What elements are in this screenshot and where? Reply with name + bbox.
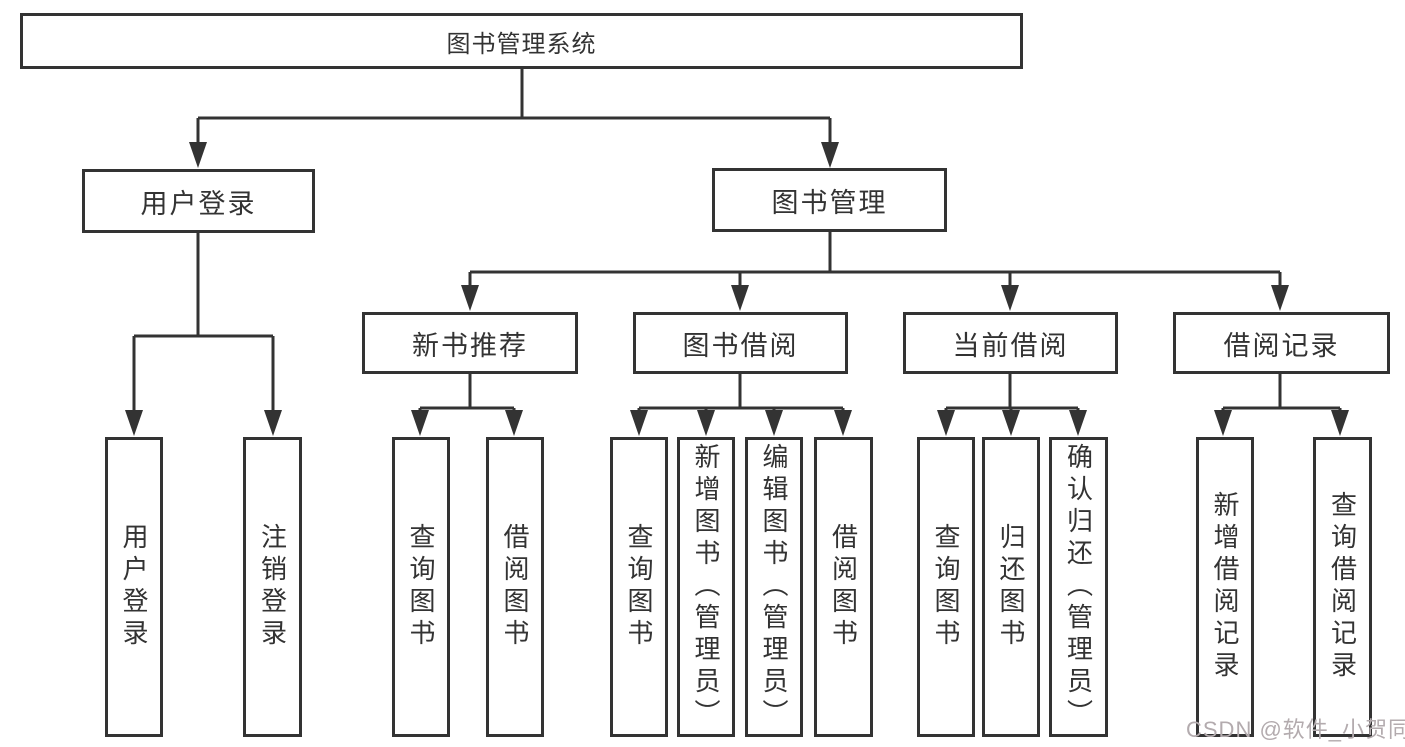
connector-current-borrow-children (944, 374, 1080, 414)
arrow-down-icon (125, 410, 143, 436)
node-leaf-edit-books-admin: 编辑图书（管理员） (745, 437, 803, 737)
leaf-label: 归还图书 (996, 523, 1026, 651)
node-leaf-confirm-return-admin: 确认归还（管理员） (1049, 437, 1108, 737)
leaf-label: 新增图书（管理员） (691, 443, 721, 731)
csdn-watermark: CSDN @软件_小贺同学 (1186, 717, 1405, 742)
leaf-label: 编辑图书（管理员） (759, 443, 789, 731)
arrow-down-icon (731, 285, 749, 311)
arrow-down-icon (1214, 410, 1232, 436)
node-book-borrow: 图书借阅 (633, 312, 848, 374)
connector-book-management-children (468, 232, 1282, 290)
arrow-down-icon (1002, 410, 1020, 436)
node-book-management: 图书管理 (712, 168, 947, 232)
arrow-down-icon (630, 410, 648, 436)
connector-borrow-records-children (1221, 374, 1342, 414)
connector-new-book-recommend-children (418, 374, 516, 414)
node-leaf-query-books-recommend: 查询图书 (392, 437, 450, 737)
arrow-down-icon (505, 410, 523, 436)
node-leaf-borrow-books: 借阅图书 (814, 437, 873, 737)
arrow-down-icon (697, 410, 715, 436)
arrow-down-icon (461, 285, 479, 311)
node-borrow-records: 借阅记录 (1173, 312, 1390, 374)
leaf-label: 借阅图书 (500, 523, 530, 651)
node-leaf-query-books-borrow: 查询图书 (610, 437, 668, 737)
arrow-down-icon (1069, 410, 1087, 436)
node-leaf-add-books-admin: 新增图书（管理员） (677, 437, 735, 737)
node-leaf-query-borrow-record: 查询借阅记录 (1313, 437, 1372, 737)
node-library-management-system: 图书管理系统 (20, 13, 1023, 69)
arrow-down-icon (765, 410, 783, 436)
node-leaf-return-books: 归还图书 (982, 437, 1040, 737)
connector-book-borrow-children (637, 374, 845, 414)
node-leaf-query-books-current: 查询图书 (917, 437, 975, 737)
connector-root-to-level2 (196, 69, 832, 146)
connector-user-login-children (132, 233, 275, 414)
leaf-label: 查询图书 (624, 523, 654, 651)
leaf-label: 借阅图书 (828, 523, 859, 651)
node-leaf-borrow-books-recommend: 借阅图书 (486, 437, 544, 737)
leaf-label: 查询图书 (931, 523, 961, 651)
arrow-down-icon (1331, 410, 1349, 436)
leaf-label: 确认归还（管理员） (1063, 443, 1094, 731)
arrow-down-icon (189, 142, 207, 168)
leaf-label: 新增借阅记录 (1210, 491, 1240, 683)
arrow-down-icon (1271, 285, 1289, 311)
node-leaf-user-login: 用户登录 (105, 437, 163, 737)
node-current-borrow: 当前借阅 (903, 312, 1118, 374)
arrow-down-icon (1001, 285, 1019, 311)
arrow-down-icon (264, 410, 282, 436)
leaf-label: 查询图书 (406, 523, 436, 651)
arrow-down-icon (821, 142, 839, 168)
arrow-down-icon (937, 410, 955, 436)
node-leaf-add-borrow-record: 新增借阅记录 (1196, 437, 1254, 737)
leaf-label: 查询借阅记录 (1327, 491, 1358, 683)
leaf-label: 注销登录 (257, 523, 288, 651)
node-leaf-logout: 注销登录 (243, 437, 302, 737)
leaf-label: 用户登录 (119, 523, 149, 651)
node-user-login: 用户登录 (82, 169, 315, 233)
arrow-down-icon (834, 410, 852, 436)
node-new-book-recommend: 新书推荐 (362, 312, 578, 374)
arrow-down-icon (411, 410, 429, 436)
